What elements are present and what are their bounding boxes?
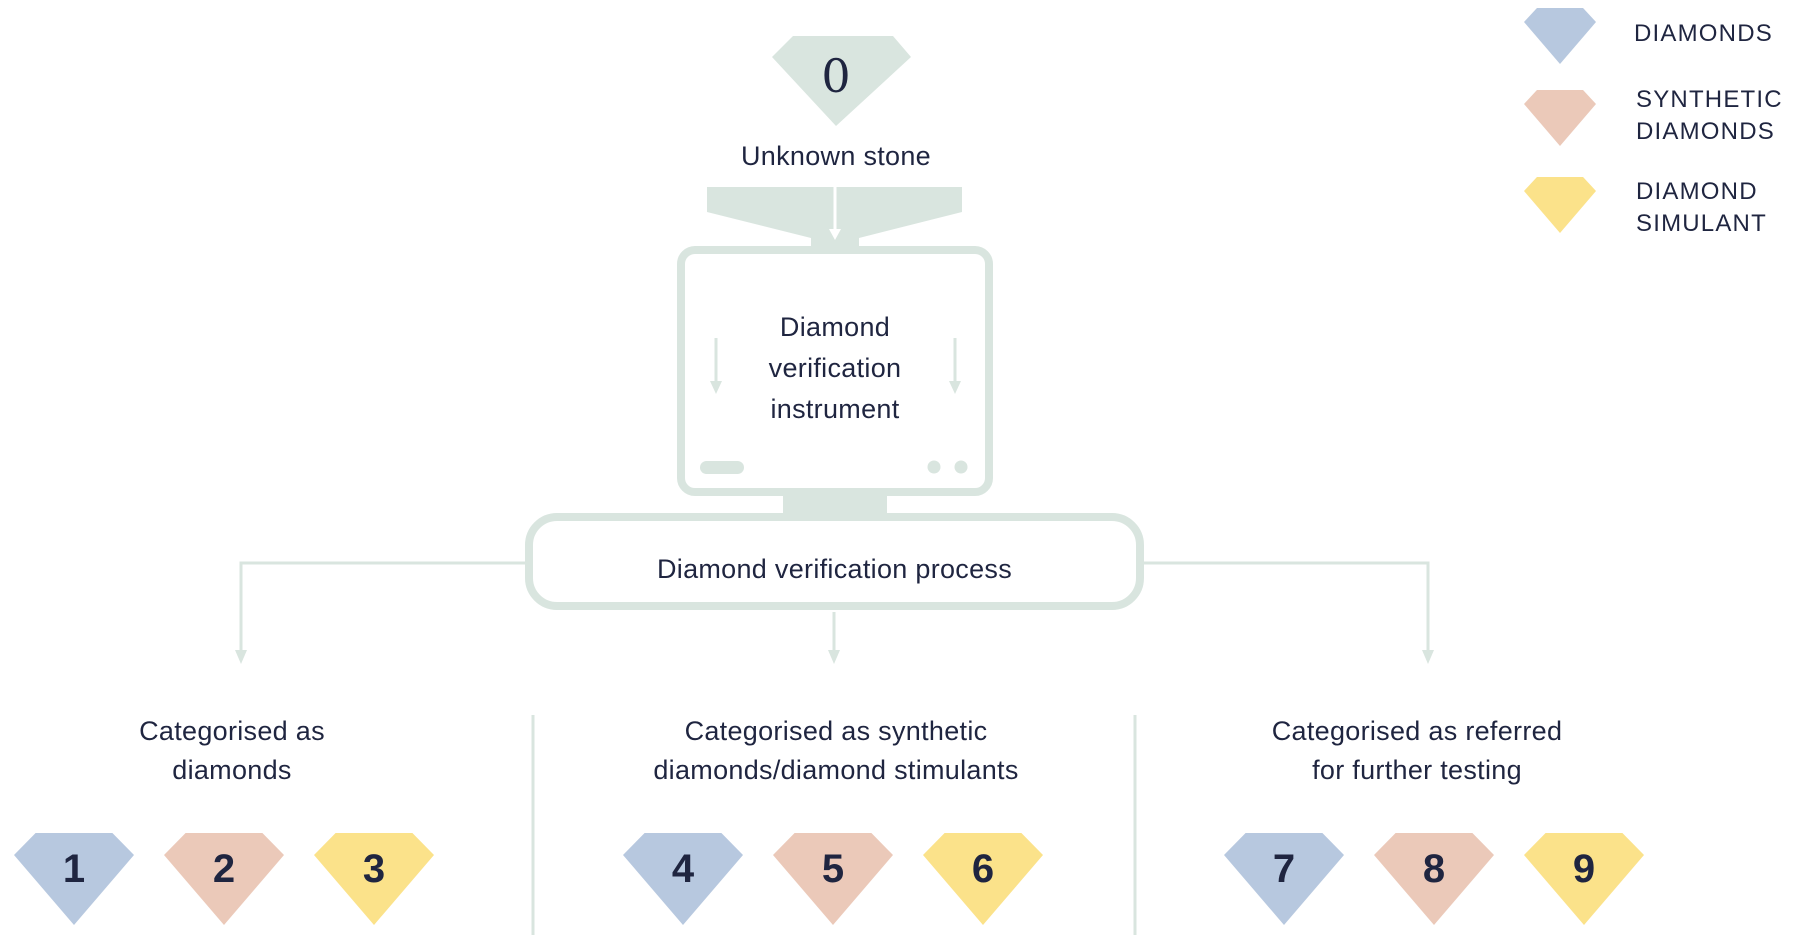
- legend-synthetic-gem-icon: [1524, 90, 1596, 146]
- instrument-label: Diamond verification instrument: [768, 312, 902, 424]
- gem-number: 2: [213, 847, 235, 891]
- category-label-synthetic-simulants: Categorised as synthetic diamonds/diamon…: [653, 716, 1019, 785]
- gem-simulant-icon: 3: [314, 833, 434, 925]
- gem-simulant-icon: 9: [1524, 833, 1644, 925]
- funnel-hopper: [707, 186, 962, 250]
- gem-number: 9: [1573, 847, 1595, 891]
- verification-instrument-monitor: [677, 246, 993, 514]
- gem-number: 5: [822, 847, 844, 891]
- legend-diamonds-gem-icon: [1524, 8, 1596, 64]
- gem-synthetic-icon: 5: [773, 833, 893, 925]
- gem-number: 8: [1423, 847, 1445, 891]
- category-label-further-testing: Categorised as referred for further test…: [1271, 716, 1563, 785]
- monitor-stand: [783, 496, 887, 514]
- unknown-stone-number: 0: [821, 49, 850, 103]
- gem-synthetic-icon: 2: [164, 833, 284, 925]
- unknown-stone-label: Unknown stone: [740, 141, 931, 171]
- gem-number: 1: [63, 847, 85, 891]
- gem-diamonds-icon: 4: [623, 833, 743, 925]
- legend-simulant-gem-icon: [1524, 177, 1596, 233]
- unknown-stone-gem-icon: 0: [772, 36, 911, 126]
- legend-label-simulant: DIAMOND SIMULANT: [1636, 178, 1767, 237]
- gem-number: 6: [972, 847, 994, 891]
- gem-diamonds-icon: 7: [1224, 833, 1344, 925]
- gem-number: 4: [672, 847, 695, 891]
- flow-connectors: [239, 561, 1430, 652]
- gem-simulant-icon: 6: [923, 833, 1043, 925]
- process-label: Diamond verification process: [656, 554, 1013, 584]
- monitor-light-icon: [927, 460, 941, 474]
- flow-arrowheads: [235, 650, 1434, 664]
- legend-label-diamonds: DIAMONDS: [1634, 20, 1773, 47]
- verification-process-box: [525, 513, 1144, 610]
- gem-synthetic-icon: 8: [1374, 833, 1494, 925]
- monitor-slot-indicator: [700, 461, 744, 474]
- monitor-light-icon: [954, 460, 968, 474]
- gem-number: 3: [363, 847, 385, 891]
- legend-label-synthetic: SYNTHETIC DIAMONDS: [1636, 86, 1783, 145]
- gem-number: 7: [1273, 847, 1295, 891]
- category-label-diamonds: Categorised as diamonds: [139, 716, 325, 785]
- gem-diamonds-icon: 1: [14, 833, 134, 925]
